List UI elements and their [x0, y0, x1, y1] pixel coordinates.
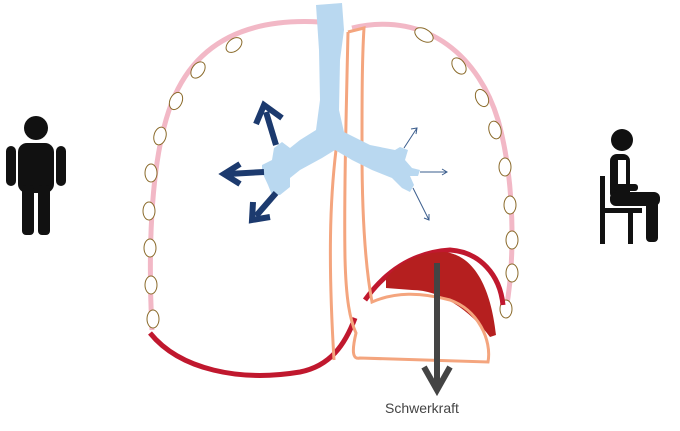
- airway: [262, 3, 420, 195]
- gravity-label: Schwerkraft: [385, 400, 459, 416]
- standing-person-icon: [6, 116, 66, 235]
- diaphragm: [148, 247, 506, 378]
- organ: [386, 252, 496, 337]
- ribs: [142, 27, 519, 329]
- sitting-person-icon: [600, 129, 660, 244]
- esophagus: [328, 26, 491, 364]
- gravity-arrow-icon: [421, 263, 453, 397]
- ventilation-arrows-right: [403, 127, 448, 221]
- ventilation-arrows-left: [218, 100, 284, 224]
